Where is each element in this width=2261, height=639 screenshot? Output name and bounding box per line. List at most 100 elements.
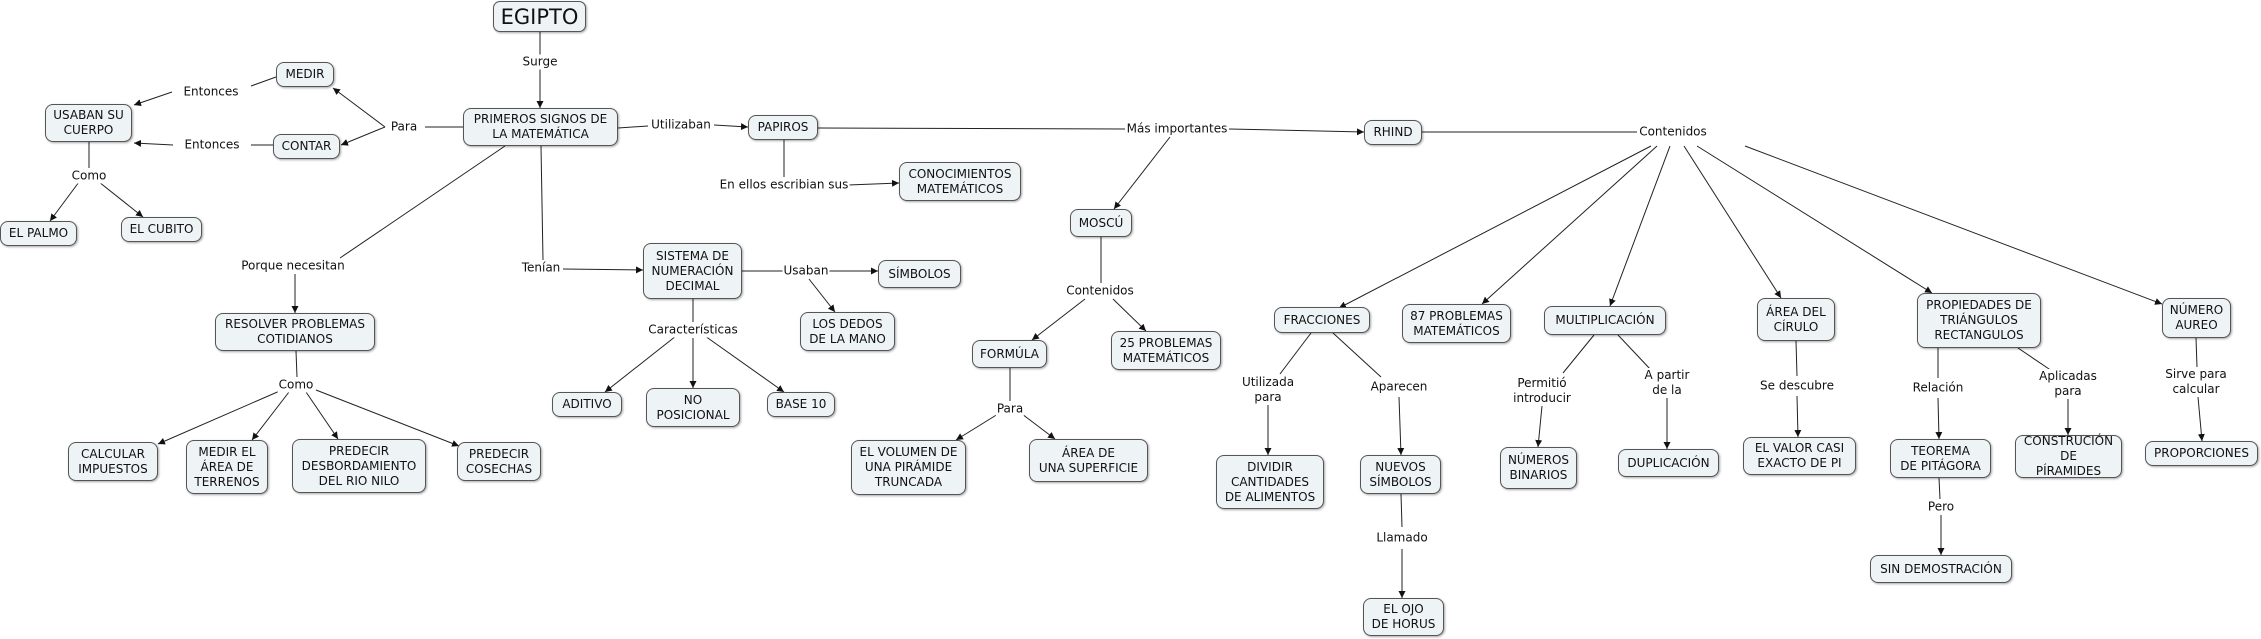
connector-arrow xyxy=(1683,145,1782,299)
connector-arrow xyxy=(1338,145,1652,309)
node-nuevos-simbolos: NUEVOS SÍMBOLOS xyxy=(1360,455,1441,494)
node-el-palmo: EL PALMO xyxy=(0,221,77,246)
node-proporciones: PROPORCIONES xyxy=(2145,441,2258,466)
link-label-pero: Pero xyxy=(1926,499,1956,515)
node-area-circulo: ÁREA DEL CÍRULO xyxy=(1757,298,1835,341)
link-label-contenidos: Contenidos xyxy=(1638,124,1708,140)
connector-arrow xyxy=(340,126,386,146)
node-simbolos: SÍMBOLOS xyxy=(878,260,961,288)
connector-arrow xyxy=(1113,136,1171,210)
connector-arrow xyxy=(2197,396,2205,442)
node-egipto: EGIPTO xyxy=(493,1,586,32)
connector-line xyxy=(1332,332,1382,378)
connector-arrow xyxy=(332,87,386,128)
node-multiplicacion: MULTIPLICACIÓN xyxy=(1544,306,1666,335)
connector-arrow xyxy=(1696,145,1933,294)
connector-arrow xyxy=(49,181,80,222)
node-rhind: RHIND xyxy=(1364,120,1422,145)
node-propiedades-triangulos: PROPIEDADES DE TRIÁNGULOS RECTANGULOS xyxy=(1917,293,2041,348)
node-duplicacion: DUPLICACIÓN xyxy=(1618,449,1719,477)
node-predecir-nilo: PREDECIR DESBORDAMIENTO DEL RIO NILO xyxy=(292,439,426,493)
node-volumen-piramide: EL VOLUMEN DE UNA PIRÁMIDE TRUNCADA xyxy=(851,440,966,495)
node-dividir-alimentos: DIVIDIR CANTIDADES DE ALIMENTOS xyxy=(1216,455,1324,509)
connector-arrow xyxy=(562,266,644,274)
connector-arrow xyxy=(1112,298,1147,332)
node-calcular-impuestos: CALCULAR IMPUESTOS xyxy=(68,442,158,481)
connector-arrow xyxy=(315,389,460,447)
connector-line xyxy=(1400,493,1403,528)
node-dedos-mano: LOS DEDOS DE LA MANO xyxy=(800,312,895,351)
node-formula: FORMÚLA xyxy=(972,340,1047,368)
connector-arrow xyxy=(157,389,283,445)
link-label-se-descubre: Se descubre xyxy=(1759,378,1835,394)
link-label-usaban: Usaban xyxy=(782,263,830,279)
connector-arrow xyxy=(251,391,290,441)
connector-arrow xyxy=(1021,413,1056,440)
node-valor-pi: EL VALOR CASI EXACTO DE PI xyxy=(1743,437,1856,475)
link-label-contenidos: Contenidos xyxy=(1065,283,1135,299)
node-fracciones: FRACCIONES xyxy=(1274,307,1370,333)
link-label-relacion: Relación xyxy=(1911,380,1965,396)
link-label-como: Como xyxy=(70,168,108,184)
connector-arrow xyxy=(1935,397,1943,440)
link-label-permitio-introducir: Permitió introducir xyxy=(1512,376,1572,406)
connector-line xyxy=(295,350,298,378)
node-usaban-cuerpo: USABAN SU CUERPO xyxy=(45,104,132,142)
connector-line xyxy=(1938,477,1941,500)
link-label-mas-importantes: Más importantes xyxy=(1125,121,1229,137)
node-teorema-pitagora: TEOREMA DE PITÁGORA xyxy=(1890,439,1991,478)
link-label-a-partir-de-la: A partir de la xyxy=(1643,368,1691,398)
connector-line xyxy=(2017,347,2053,372)
node-resolver-problemas: RESOLVER PROBLEMAS COTIDIANOS xyxy=(215,313,375,351)
node-area-superficie: ÁREA DE UNA SUPERFICIE xyxy=(1029,439,1148,482)
node-ojo-horus: EL OJO DE HORUS xyxy=(1363,598,1444,636)
connector-arrow xyxy=(713,123,749,131)
connector-line xyxy=(1795,340,1798,377)
connector-arrow xyxy=(1609,145,1671,307)
connector-arrow xyxy=(604,335,677,393)
node-sin-demostracion: SIN DEMOSTRACIÓN xyxy=(1870,555,2012,583)
link-label-para: Para xyxy=(389,119,419,135)
connector-line xyxy=(2195,337,2198,368)
link-label-surge: Surge xyxy=(521,54,559,70)
link-label-entonces: Entonces xyxy=(182,84,240,100)
connector-arrow xyxy=(133,91,173,107)
link-label-como: Como xyxy=(277,377,315,393)
link-label-en-ellos-escribian: En ellos escribian sus xyxy=(718,177,850,193)
link-label-aparecen: Aparecen xyxy=(1369,379,1429,395)
connector-arrow xyxy=(1744,145,2163,305)
connector-arrow xyxy=(1397,396,1405,456)
node-sistema-numeracion: SISTEMA DE NUMERACIÓN DECIMAL xyxy=(643,243,742,299)
link-label-llamado: Llamado xyxy=(1375,530,1429,546)
connector-line xyxy=(817,127,1126,130)
connector-line xyxy=(339,145,506,259)
connector-arrow xyxy=(1031,298,1086,341)
node-moscu: MOSCÚ xyxy=(1070,209,1132,237)
connector-arrow xyxy=(1535,405,1543,448)
connector-arrow xyxy=(808,278,836,313)
link-label-entonces: Entonces xyxy=(183,137,241,153)
node-aditivo: ADITIVO xyxy=(552,392,622,417)
link-label-tenian: Tenían xyxy=(520,260,562,276)
connector-arrow xyxy=(98,181,144,218)
link-label-caracteristicas: Características xyxy=(647,322,739,338)
node-primeros-signos: PRIMEROS SIGNOS DE LA MATEMÁTICA xyxy=(463,108,618,146)
connector-line xyxy=(540,145,544,261)
node-contar: CONTAR xyxy=(273,134,340,159)
node-medir-terrenos: MEDIR EL ÁREA DE TERRENOS xyxy=(186,440,268,494)
node-no-posicional: NO POSICIONAL xyxy=(646,388,740,427)
link-label-para: Para xyxy=(995,401,1025,417)
link-label-utilizaban: Utilizaban xyxy=(650,117,712,133)
connector-line xyxy=(250,76,277,87)
link-label-sirve-para-calcular: Sirve para calcular xyxy=(2164,367,2228,397)
link-label-aplicadas-para: Aplicadas para xyxy=(2038,369,2098,399)
connector-arrow xyxy=(305,391,339,440)
connector-arrow xyxy=(133,139,174,147)
connector-arrow xyxy=(1794,395,1802,438)
connector-arrow xyxy=(1228,128,1365,136)
node-25-problemas: 25 PROBLEMAS MATEMÁTICOS xyxy=(1111,331,1221,370)
node-numero-aureo: NÚMERO AUREO xyxy=(2162,298,2231,338)
connector-arrow xyxy=(1481,145,1658,305)
